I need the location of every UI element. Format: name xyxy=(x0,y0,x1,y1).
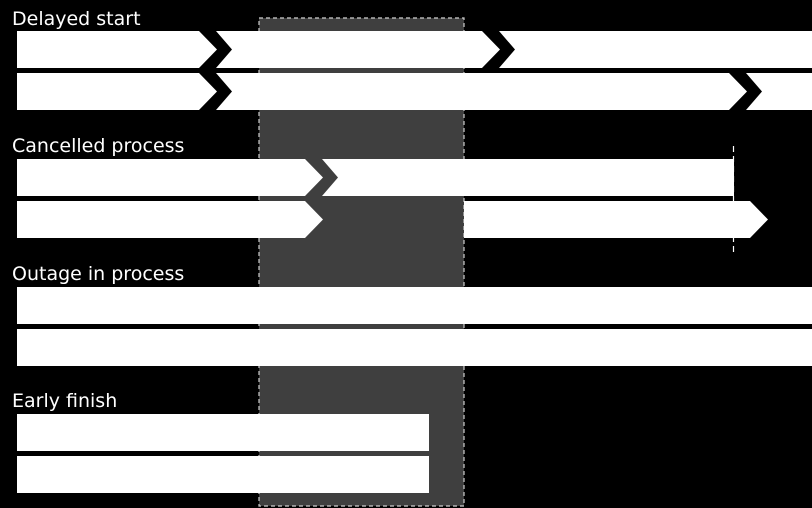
task-bar xyxy=(216,31,500,68)
task-bar xyxy=(17,287,812,324)
task-bar xyxy=(17,329,812,366)
task-bar xyxy=(17,456,429,493)
task-bar xyxy=(17,414,429,451)
task-bar xyxy=(17,201,323,238)
task-bar xyxy=(746,73,812,110)
task-bar xyxy=(216,73,747,110)
cancelled-process-row-1 xyxy=(17,159,734,196)
task-bar xyxy=(499,31,812,68)
task-bar xyxy=(17,159,323,196)
task-bar xyxy=(322,159,734,196)
section-label-cancelled-process: Cancelled process xyxy=(12,135,184,157)
cancelled-process-row-2 xyxy=(17,201,768,238)
task-bar xyxy=(17,73,217,110)
section-label-outage-in-process: Outage in process xyxy=(12,263,184,285)
delayed-start-row-2 xyxy=(17,73,812,110)
task-bar xyxy=(17,31,217,68)
section-label-early-finish: Early finish xyxy=(12,390,117,412)
delayed-start-row-1 xyxy=(17,31,812,68)
early-finish-rows xyxy=(17,414,429,493)
section-label-delayed-start: Delayed start xyxy=(12,8,141,30)
outage-in-process-rows xyxy=(17,287,812,366)
task-bar xyxy=(464,201,768,238)
